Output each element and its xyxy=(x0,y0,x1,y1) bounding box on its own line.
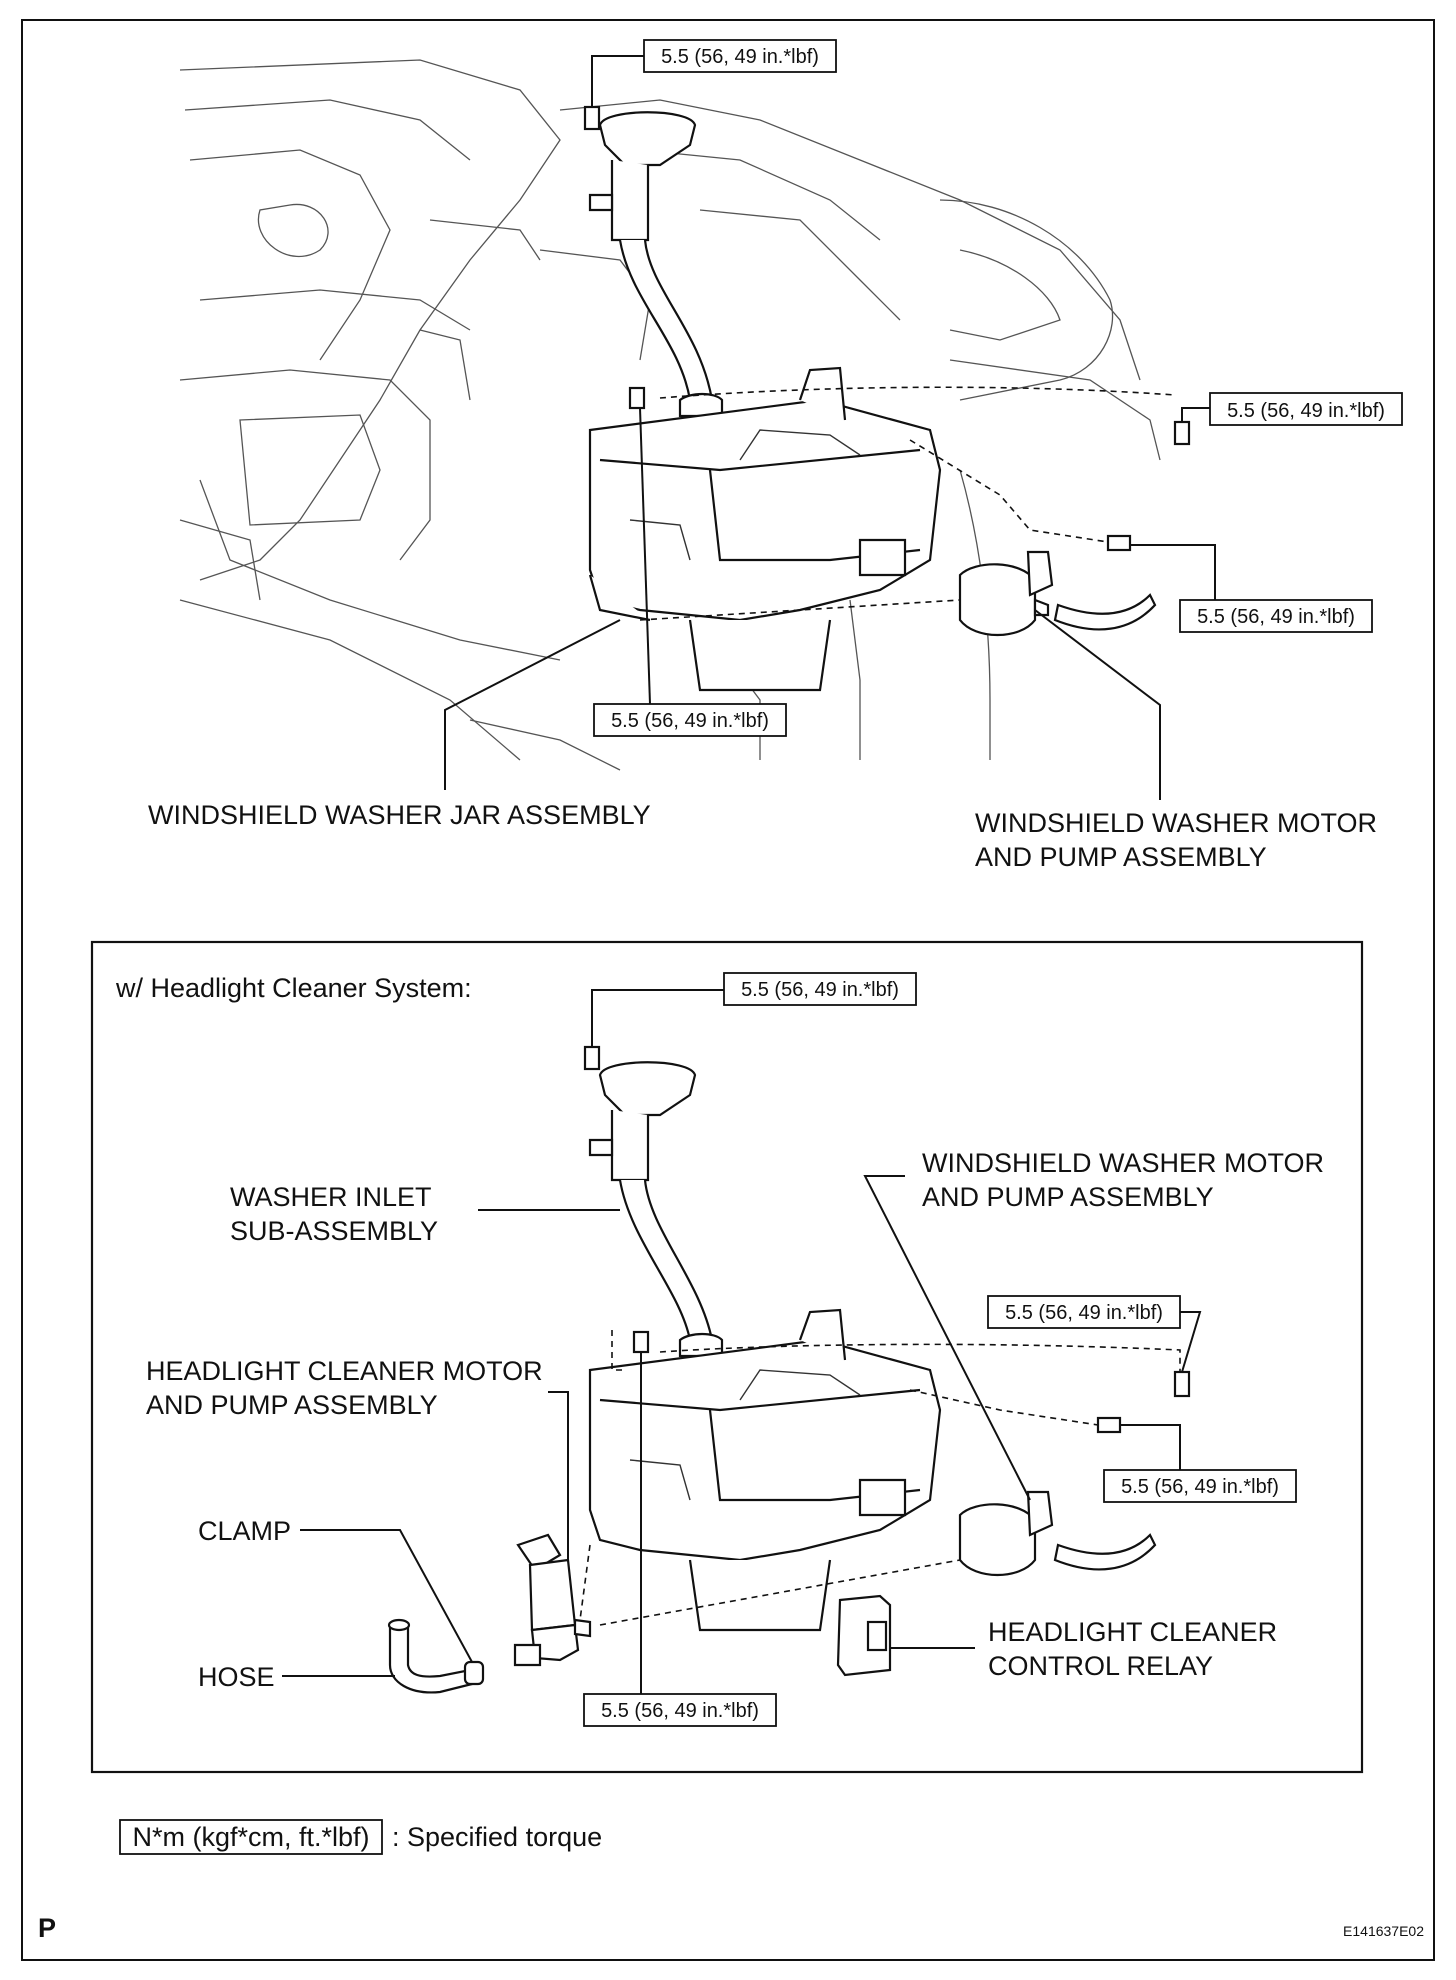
label-washer-inlet-line1: WASHER INLET xyxy=(230,1182,432,1212)
legend-box-text: N*m (kgf*cm, ft.*lbf) xyxy=(132,1822,369,1852)
alignment-line xyxy=(909,439,1109,543)
torque-callout-top-right-lower: 5.5 (56, 49 in.*lbf) xyxy=(1130,544,1373,633)
alignment-line xyxy=(599,1559,961,1626)
bolt-icon xyxy=(1106,534,1132,552)
torque-callout-top-bottom: 5.5 (56, 49 in.*lbf) xyxy=(593,407,787,737)
alignment-line xyxy=(611,1330,625,1371)
headlight-cleaner-control-relay xyxy=(836,1594,892,1677)
torque-legend: N*m (kgf*cm, ft.*lbf) : Specified torque xyxy=(119,1819,602,1855)
hose-and-clamp xyxy=(387,1618,485,1694)
page-frame xyxy=(21,19,1435,1961)
motor-leader-line-inset xyxy=(863,1175,1031,1501)
torque-value: 5.5 (56, 49 in.*lbf) xyxy=(611,710,769,732)
torque-callout-top-inlet: 5.5 (56, 49 in.*lbf) xyxy=(591,39,837,108)
bolt-icon xyxy=(1096,1416,1122,1434)
torque-callout-top-right-upper: 5.5 (56, 49 in.*lbf) xyxy=(1181,392,1403,426)
torque-callout-inset-right-lower: 5.5 (56, 49 in.*lbf) xyxy=(1103,1424,1297,1503)
engine-bay-illustration xyxy=(179,59,1161,771)
torque-value: 5.5 (56, 49 in.*lbf) xyxy=(601,1700,759,1722)
bolt-icon xyxy=(1173,420,1191,446)
label-relay-line2: CONTROL RELAY xyxy=(988,1651,1213,1681)
washer-motor-pump-inset xyxy=(958,1490,1157,1577)
torque-value: 5.5 (56, 49 in.*lbf) xyxy=(1197,606,1355,628)
washer-motor-pump-top xyxy=(958,550,1157,637)
torque-callout-inset-inlet: 5.5 (56, 49 in.*lbf) xyxy=(591,972,917,1048)
label-washer-motor-line1: WINDSHIELD WASHER MOTOR xyxy=(975,808,1377,838)
torque-value: 5.5 (56, 49 in.*lbf) xyxy=(1121,1476,1279,1498)
washer-jar-assembly-inset xyxy=(588,1061,942,1632)
torque-callout-inset-bottom: 5.5 (56, 49 in.*lbf) xyxy=(583,1352,777,1727)
torque-value: 5.5 (56, 49 in.*lbf) xyxy=(1005,1302,1163,1324)
label-clamp: CLAMP xyxy=(198,1516,291,1546)
label-inset-washer-motor-line2: AND PUMP ASSEMBLY xyxy=(922,1182,1214,1212)
page-letter: P xyxy=(38,1913,56,1943)
clamp-leader-line xyxy=(300,1529,473,1663)
label-inset-washer-motor-line1: WINDSHIELD WASHER MOTOR xyxy=(922,1148,1324,1178)
label-washer-motor-line2: AND PUMP ASSEMBLY xyxy=(975,842,1267,872)
bolt-icon xyxy=(632,1330,650,1354)
bolt-icon xyxy=(1173,1370,1191,1398)
headlight-cleaner-inset-frame xyxy=(90,940,1364,1774)
inset-title: w/ Headlight Cleaner System: xyxy=(115,973,472,1003)
label-hc-motor-line2: AND PUMP ASSEMBLY xyxy=(146,1390,438,1420)
label-relay-line1: HEADLIGHT CLEANER xyxy=(988,1617,1277,1647)
alignment-line xyxy=(659,1343,1181,1372)
bolt-icon xyxy=(583,1045,601,1071)
motor-leader-line xyxy=(1034,609,1161,800)
alignment-line xyxy=(659,386,1176,399)
torque-value: 5.5 (56, 49 in.*lbf) xyxy=(1227,400,1385,422)
label-hose: HOSE xyxy=(198,1662,275,1692)
torque-value: 5.5 (56, 49 in.*lbf) xyxy=(661,46,819,68)
torque-callout-inset-right-upper: 5.5 (56, 49 in.*lbf) xyxy=(987,1295,1202,1373)
headlight-cleaner-motor-pump xyxy=(513,1533,592,1667)
bolt-icons-inset xyxy=(583,1045,1191,1434)
jar-leader-line xyxy=(444,619,621,790)
alignment-line xyxy=(639,599,961,621)
alignment-line xyxy=(579,1544,591,1621)
bolt-icon xyxy=(628,386,646,410)
washer-jar-assembly-top xyxy=(588,111,942,692)
bolt-icon xyxy=(583,105,601,131)
legend-description: : Specified torque xyxy=(392,1822,602,1852)
alignment-line xyxy=(909,1389,1099,1426)
hc-motor-leader-line xyxy=(548,1391,569,1560)
torque-value: 5.5 (56, 49 in.*lbf) xyxy=(741,979,899,1001)
bolt-icons-top xyxy=(583,105,1191,552)
figure-code: E141637E02 xyxy=(1343,1923,1424,1939)
label-washer-inlet-line2: SUB-ASSEMBLY xyxy=(230,1216,438,1246)
clamp-icon xyxy=(463,1660,485,1686)
label-washer-jar-assembly: WINDSHIELD WASHER JAR ASSEMBLY xyxy=(148,800,651,830)
label-hc-motor-line1: HEADLIGHT CLEANER MOTOR xyxy=(146,1356,543,1386)
